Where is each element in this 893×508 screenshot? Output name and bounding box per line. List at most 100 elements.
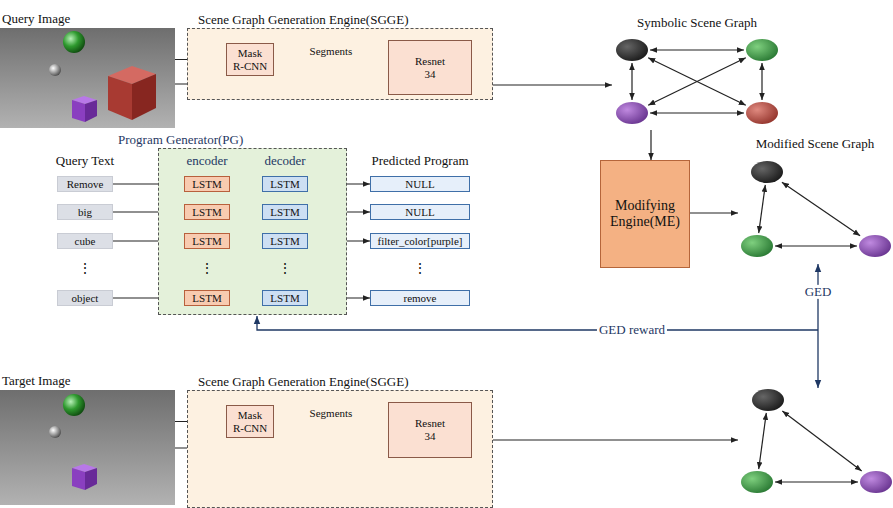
modified-graph-objects (741, 161, 891, 257)
generator-group: Program Generator(PG)LSTMLSTMLSTMLSTMLST… (158, 148, 347, 315)
purple-cube-right (85, 468, 97, 490)
target-graph-links (759, 411, 862, 482)
text-label: ⋮ (276, 261, 294, 276)
node-title: Query Image (2, 12, 70, 26)
metal-sphere (49, 426, 61, 438)
purple-cube-right (85, 100, 97, 122)
text-label: Predicted Program (369, 154, 470, 168)
engine-box: Modifying Engine(ME) (600, 160, 690, 268)
box-text: Mask R-CNN (232, 409, 268, 434)
box-text: object (72, 292, 99, 305)
program-step: remove (370, 290, 470, 307)
object-node (751, 161, 783, 183)
lstm-cell: LSTM (262, 233, 308, 250)
image-panel: Target Image (0, 390, 175, 505)
graph-link (761, 63, 762, 100)
symbolic-graph-objects (616, 39, 778, 124)
module-box: Mask R-CNN (226, 43, 274, 76)
green-sphere (63, 31, 85, 53)
graph-link (648, 58, 746, 105)
module-box: Resnet 34 (388, 402, 472, 458)
lstm-cell: LSTM (262, 176, 308, 193)
flow-arrow (650, 130, 651, 160)
scene-graph: Modified Scene Graph (738, 153, 892, 262)
box-text: filter_color[purple] (378, 235, 463, 248)
graph-link (631, 63, 632, 100)
graph-link (775, 481, 858, 482)
box-text: big (78, 206, 92, 219)
box-text: Resnet 34 (415, 55, 446, 80)
graph-link (775, 245, 857, 246)
node-title: Scene Graph Generation Engine(SGGE) (198, 13, 408, 27)
graph-link (650, 112, 744, 113)
text-label: ⋮ (198, 261, 216, 276)
flow-arrow (472, 84, 612, 85)
word-token: object (57, 290, 113, 307)
flow-arrow (472, 439, 738, 440)
box-text: remove (404, 292, 437, 305)
render-ground (0, 28, 175, 128)
scene-graph: Symbolic Scene Graph (612, 32, 782, 130)
green-sphere (63, 394, 85, 416)
object-node (752, 389, 784, 411)
object-node (746, 39, 778, 61)
graph-link (759, 185, 766, 233)
box-text: Modifying Engine(ME) (610, 198, 681, 230)
purple-cube-left (72, 100, 85, 122)
object-node (741, 471, 773, 493)
program-step: NULL (370, 176, 470, 193)
text-label: Query Text (54, 154, 116, 168)
node-title: Modified Scene Graph (756, 137, 874, 151)
box-text: LSTM (270, 292, 299, 305)
object-node (616, 39, 648, 61)
object-node (859, 235, 891, 257)
word-token: Remove (57, 176, 113, 193)
red-cube-right (132, 74, 156, 120)
graph-link (759, 413, 767, 469)
box-text: Resnet 34 (415, 417, 446, 442)
word-token: cube (57, 233, 113, 250)
object-node (741, 235, 773, 257)
metal-sphere (49, 64, 61, 76)
box-text: cube (75, 235, 96, 248)
program-step: NULL (370, 204, 470, 221)
lstm-cell: LSTM (184, 233, 230, 250)
lstm-cell: LSTM (262, 204, 308, 221)
engine-group: Scene Graph Generation Engine(SGGE)Mask … (187, 28, 493, 100)
edge-label: Segments (308, 44, 355, 56)
render-ground (0, 390, 175, 505)
modified-graph-links (759, 182, 860, 246)
lstm-cell: LSTM (184, 204, 230, 221)
ged-arrow (817, 264, 818, 388)
graph-link (650, 49, 744, 50)
target-render (0, 390, 175, 505)
module-box: Resnet 34 (388, 40, 472, 95)
box-text: Mask R-CNN (232, 47, 268, 72)
query-render (0, 28, 175, 128)
node-title: Target Image (2, 374, 71, 388)
box-text: NULL (405, 206, 434, 219)
object-node (746, 102, 778, 124)
graph-link (782, 182, 860, 236)
node-title: Program Generator(PG) (118, 133, 243, 147)
text-label: decoder (262, 154, 307, 168)
box-text: LSTM (192, 178, 221, 191)
image-panel: Query Image (0, 28, 175, 128)
lstm-cell: LSTM (184, 290, 230, 307)
edge-label: Segments (308, 406, 355, 418)
object-node (616, 102, 648, 124)
graph-link (782, 411, 861, 471)
symbolic-graph-links (632, 50, 762, 113)
text-label: encoder (184, 154, 229, 168)
object-node (860, 471, 892, 493)
box-text: LSTM (270, 206, 299, 219)
graph-link (648, 58, 746, 105)
text-label: GED (803, 285, 834, 299)
box-text: Remove (67, 178, 104, 191)
node-title: Symbolic Scene Graph (637, 16, 757, 30)
box-text: LSTM (192, 206, 221, 219)
program-step: filter_color[purple] (370, 233, 470, 250)
box-text: LSTM (192, 235, 221, 248)
target-graph-objects (741, 389, 892, 493)
